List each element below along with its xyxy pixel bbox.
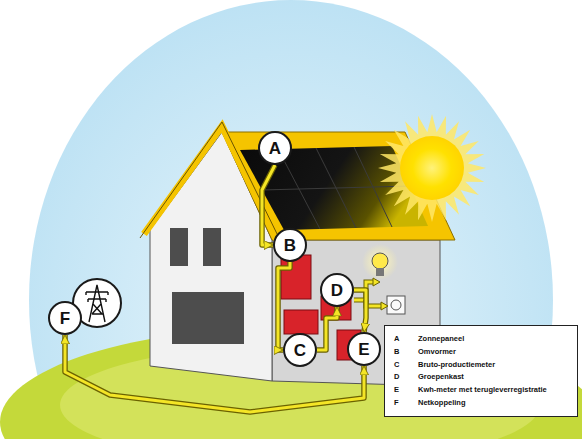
callout-letter: B bbox=[284, 237, 296, 254]
power-line bbox=[262, 165, 275, 245]
power-line-core bbox=[262, 165, 275, 245]
drawing-part bbox=[86, 292, 108, 302]
lamp-bulb bbox=[372, 253, 388, 269]
callout-circle: B bbox=[273, 228, 307, 262]
key-text: Netkoppeling bbox=[418, 399, 568, 407]
sun bbox=[378, 114, 486, 222]
key-text: Zonnepaneel bbox=[418, 335, 568, 343]
drawing-part bbox=[92, 304, 103, 314]
drawing-part bbox=[89, 285, 105, 322]
window bbox=[170, 228, 188, 266]
window bbox=[203, 228, 221, 266]
lamp-base bbox=[376, 268, 384, 276]
lamp-glow bbox=[362, 244, 398, 280]
power-line-outline bbox=[354, 290, 366, 332]
callout-letter: A bbox=[269, 140, 281, 157]
power-line bbox=[354, 290, 366, 332]
power-line-outline bbox=[262, 165, 275, 245]
socket-hole bbox=[391, 300, 401, 310]
callout-circle: E bbox=[347, 332, 381, 366]
callout-circle: F bbox=[48, 301, 82, 335]
drawing-part bbox=[86, 292, 108, 299]
production-meter bbox=[284, 310, 318, 334]
pylon-symbol bbox=[86, 285, 108, 322]
key-letter: D bbox=[394, 373, 418, 381]
power-line-core bbox=[65, 335, 364, 412]
callout-circle: C bbox=[283, 333, 317, 367]
callout-circle: A bbox=[258, 131, 292, 165]
key-text: Groepenkast bbox=[418, 373, 568, 381]
power-line-core bbox=[354, 290, 366, 332]
key-text: Omvormer bbox=[418, 348, 568, 356]
power-line-outline bbox=[317, 307, 337, 350]
power-line bbox=[65, 335, 364, 412]
key-text: Bruto-productiemeter bbox=[418, 361, 568, 369]
power-line-core bbox=[317, 307, 337, 350]
sun-rays bbox=[378, 114, 486, 222]
arrow-head bbox=[381, 302, 388, 310]
callout-letter: C bbox=[294, 342, 306, 359]
ground bbox=[0, 326, 582, 439]
arrow-head bbox=[373, 278, 380, 286]
key-box: AZonnepaneelBOmvormerCBruto-productiemet… bbox=[384, 325, 578, 417]
window bbox=[172, 292, 244, 344]
panel-grid-line bbox=[262, 186, 410, 190]
power-line bbox=[317, 307, 337, 350]
key-letter: C bbox=[394, 361, 418, 369]
power-line-outline bbox=[65, 335, 364, 412]
key-letter: B bbox=[394, 348, 418, 356]
callout-letter: D bbox=[331, 282, 343, 299]
key-text: Kwh-meter met terugleverregistratie bbox=[418, 386, 568, 394]
sun-disc bbox=[400, 136, 464, 200]
key-letter: E bbox=[394, 386, 418, 394]
callout-circle: D bbox=[320, 273, 354, 307]
key-letter: A bbox=[394, 335, 418, 343]
key-letter: F bbox=[394, 399, 418, 407]
callout-letter: E bbox=[358, 341, 369, 358]
socket bbox=[387, 296, 405, 314]
callout-letter: F bbox=[60, 310, 70, 327]
